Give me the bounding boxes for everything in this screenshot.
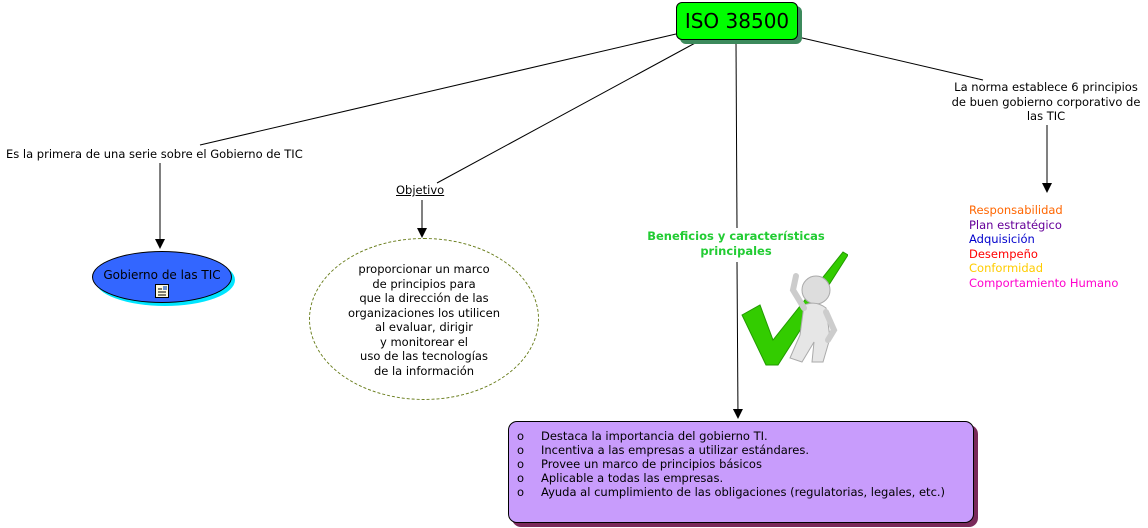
document-image-icon[interactable] bbox=[155, 284, 169, 298]
principio-plan-estrategico: Plan estratégico bbox=[969, 217, 1062, 232]
node-principios[interactable]: Responsabilidad Plan estratégico Adquisi… bbox=[969, 203, 1118, 291]
principio-conformidad: Conformidad bbox=[969, 261, 1044, 276]
link-label-serie[interactable]: Es la primera de una serie sobre el Gobi… bbox=[6, 147, 303, 161]
principio-comportamiento-humano: Comportamiento Humano bbox=[969, 275, 1119, 290]
checkmark-figure-image bbox=[741, 251, 848, 366]
principio-adquisicion: Adquisición bbox=[969, 232, 1035, 247]
principio-desempeno: Desempeño bbox=[969, 246, 1038, 261]
root-label: ISO 38500 bbox=[684, 9, 790, 33]
node-objetivo[interactable] bbox=[309, 238, 539, 400]
node-gobierno-label: Gobierno de las TIC bbox=[103, 268, 221, 282]
link-label-objetivo[interactable]: Objetivo bbox=[396, 183, 445, 197]
principio-responsabilidad: Responsabilidad bbox=[969, 203, 1063, 217]
root-node-iso38500[interactable]: ISO 38500 bbox=[676, 2, 798, 40]
node-gobierno-tic[interactable]: Gobierno de las TIC bbox=[92, 251, 232, 303]
